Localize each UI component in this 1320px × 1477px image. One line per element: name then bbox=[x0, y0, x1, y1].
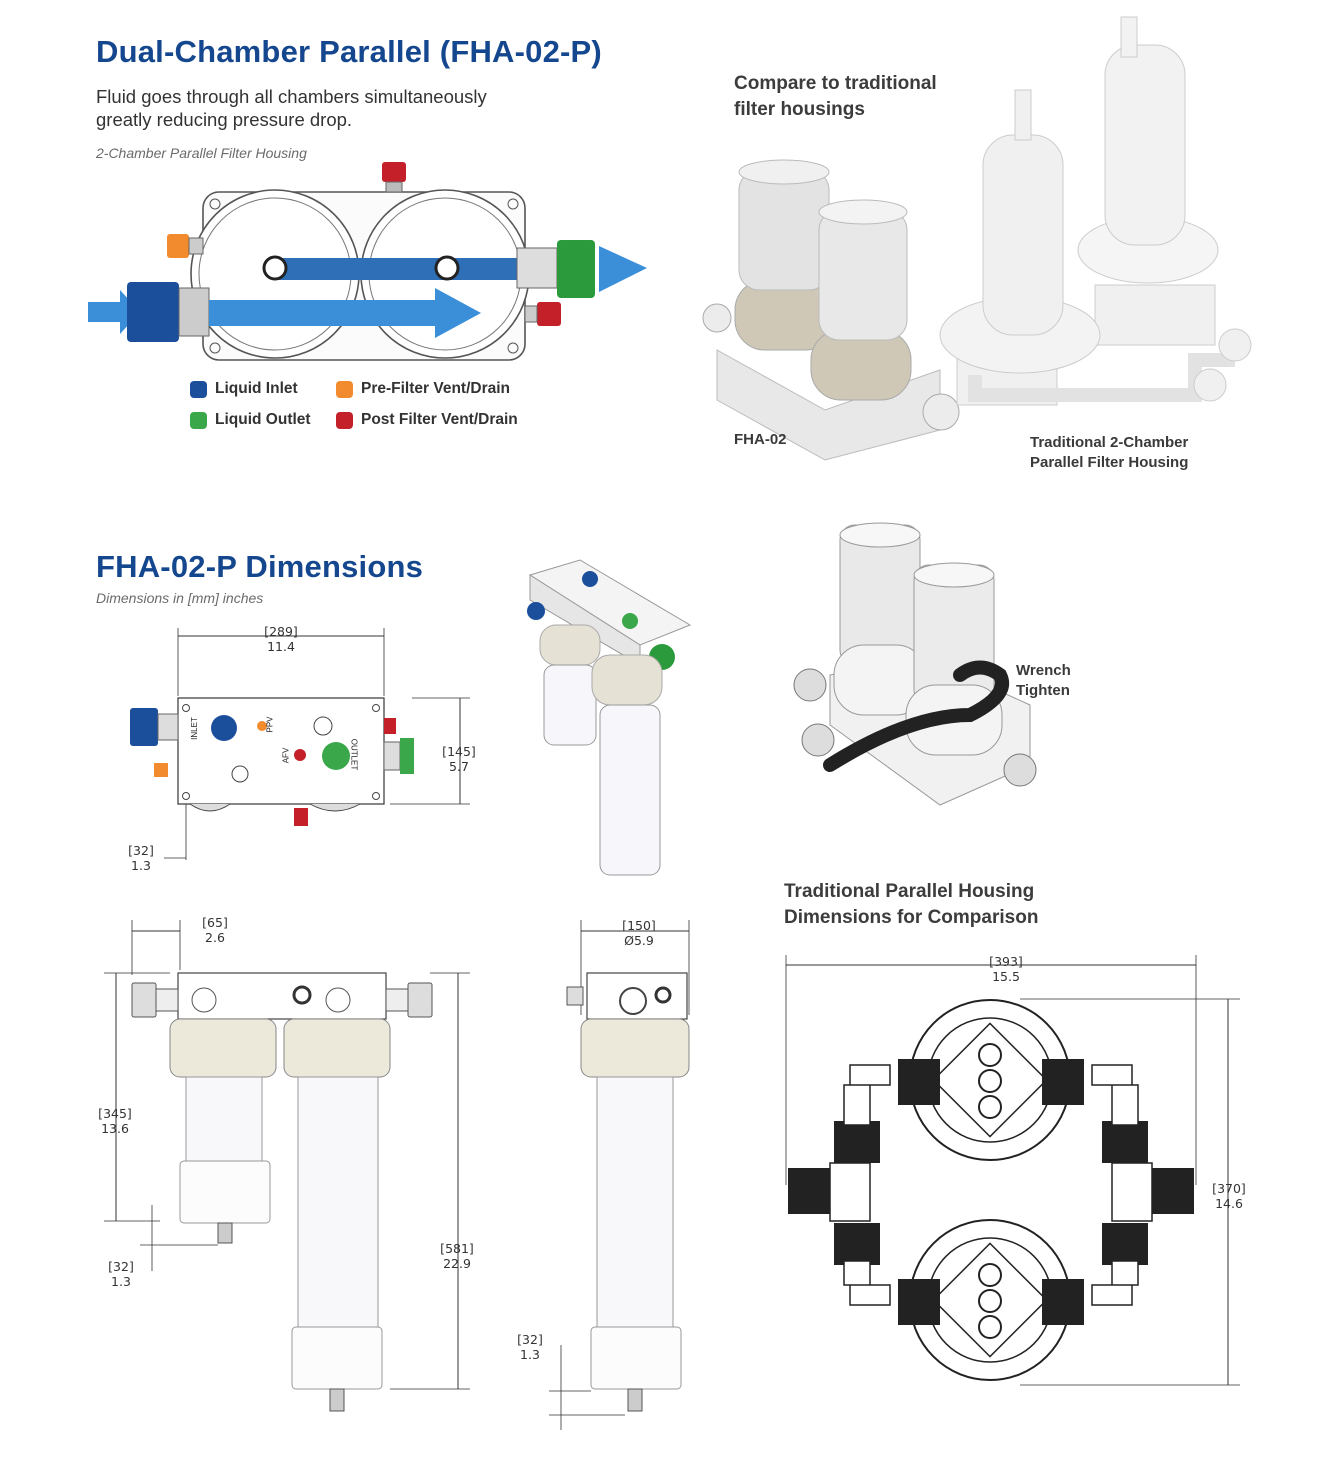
dim-mm: 289 bbox=[257, 624, 305, 639]
wrench-tighten-image bbox=[793, 522, 1037, 806]
dim-traditional-height: 370 14.6 bbox=[1206, 1181, 1252, 1211]
dim-inches: 2.6 bbox=[205, 930, 225, 945]
dim-side-bottom: 32 1.3 bbox=[507, 1332, 553, 1362]
wrench-label: Wrench Tighten bbox=[1016, 661, 1071, 701]
dimensions-title: FHA-02-P Dimensions bbox=[96, 549, 424, 584]
dim-inches: Ø5.9 bbox=[624, 933, 654, 948]
legend-label: Liquid Inlet bbox=[215, 380, 298, 397]
wrench-label-line-2: Tighten bbox=[1016, 682, 1070, 699]
dim-front-bottom: 32 1.3 bbox=[98, 1259, 144, 1289]
dimensions-subtitle: Dimensions in [mm] inches bbox=[96, 590, 264, 606]
dim-top-height: 145 5.7 bbox=[436, 744, 482, 774]
legend-swatch bbox=[190, 380, 207, 398]
compare-heading-line-1: Compare to traditional bbox=[734, 73, 937, 94]
diagram-caption: 2-Chamber Parallel Filter Housing bbox=[96, 145, 307, 161]
dim-inches: 15.5 bbox=[992, 969, 1020, 984]
legend-item: Pre-Filter Vent/Drain bbox=[336, 380, 510, 398]
legend-swatch bbox=[336, 411, 353, 429]
dim-inches: 5.7 bbox=[449, 759, 469, 774]
fha-02-label: FHA-02 bbox=[734, 431, 787, 448]
section-description: Fluid goes through all chambers simultan… bbox=[96, 85, 487, 131]
compare-heading: Compare to traditional filter housings bbox=[734, 71, 937, 123]
description-line-2: greatly reducing pressure drop. bbox=[96, 109, 353, 130]
traditional-dims-heading: Traditional Parallel Housing Dimensions … bbox=[784, 879, 1038, 931]
traditional-dims-heading-line-1: Traditional Parallel Housing bbox=[784, 881, 1035, 902]
dim-inches: 14.6 bbox=[1215, 1196, 1243, 1211]
dim-inches: 11.4 bbox=[267, 639, 295, 654]
port-label-ppv: PPV bbox=[265, 716, 275, 733]
side-view-drawing bbox=[549, 920, 690, 1430]
traditional-label-line-1: Traditional 2-Chamber bbox=[1030, 434, 1189, 451]
traditional-housing-image bbox=[939, 16, 1252, 406]
dim-inches: 1.3 bbox=[131, 858, 151, 873]
legend-item: Post Filter Vent/Drain bbox=[336, 411, 518, 429]
legend-item: Liquid Inlet bbox=[190, 380, 298, 398]
isometric-housing-image bbox=[527, 559, 692, 876]
dim-inches: 1.3 bbox=[111, 1274, 131, 1289]
section-title: Dual-Chamber Parallel (FHA-02-P) bbox=[96, 34, 602, 69]
legend-label: Pre-Filter Vent/Drain bbox=[361, 380, 511, 397]
dim-mm: 32 bbox=[98, 1259, 144, 1274]
fha-02-product-image bbox=[702, 159, 960, 461]
traditional-housing-drawing bbox=[785, 955, 1240, 1386]
dim-mm: 32 bbox=[118, 843, 164, 858]
dim-inches: 22.9 bbox=[443, 1256, 471, 1271]
compare-heading-line-2: filter housings bbox=[734, 99, 865, 120]
dim-mm: 145 bbox=[436, 744, 482, 759]
wrench-label-line-1: Wrench bbox=[1016, 662, 1071, 679]
port-label-afv: AFV bbox=[281, 747, 291, 764]
dim-side-diameter: 150 Ø5.9 bbox=[614, 918, 664, 948]
dim-mm: 370 bbox=[1206, 1181, 1252, 1196]
traditional-label-line-2: Parallel Filter Housing bbox=[1030, 454, 1189, 471]
dim-front-port: 65 2.6 bbox=[192, 915, 238, 945]
dim-top-width: 289 11.4 bbox=[257, 624, 305, 654]
legend-swatch bbox=[190, 411, 207, 429]
dim-mm: 345 bbox=[92, 1106, 138, 1121]
dim-mm: 581 bbox=[434, 1241, 480, 1256]
description-line-1: Fluid goes through all chambers simultan… bbox=[96, 86, 487, 107]
dim-mm: 32 bbox=[507, 1332, 553, 1347]
dim-mm: 150 bbox=[614, 918, 664, 933]
dim-mm: 65 bbox=[192, 915, 238, 930]
port-label-inlet: INLET bbox=[189, 717, 199, 740]
dim-inches: 1.3 bbox=[520, 1347, 540, 1362]
legend-item: Liquid Outlet bbox=[190, 411, 311, 429]
dim-mm: 393 bbox=[983, 954, 1029, 969]
dim-traditional-width: 393 15.5 bbox=[983, 954, 1029, 984]
dim-front-short-height: 345 13.6 bbox=[92, 1106, 138, 1136]
traditional-housing-label: Traditional 2-Chamber Parallel Filter Ho… bbox=[1030, 433, 1188, 473]
dim-inches: 13.6 bbox=[101, 1121, 129, 1136]
top-view-drawing bbox=[130, 628, 470, 860]
dim-front-total-height: 581 22.9 bbox=[434, 1241, 480, 1271]
legend-label: Liquid Outlet bbox=[215, 411, 311, 428]
traditional-dims-heading-line-2: Dimensions for Comparison bbox=[784, 907, 1039, 928]
front-view-drawing bbox=[104, 920, 470, 1412]
legend-swatch bbox=[336, 380, 353, 398]
port-label-outlet: OUTLET bbox=[349, 738, 359, 771]
parallel-flow-diagram bbox=[88, 162, 647, 361]
dim-top-offset: 32 1.3 bbox=[118, 843, 164, 873]
legend-label: Post Filter Vent/Drain bbox=[361, 411, 518, 428]
